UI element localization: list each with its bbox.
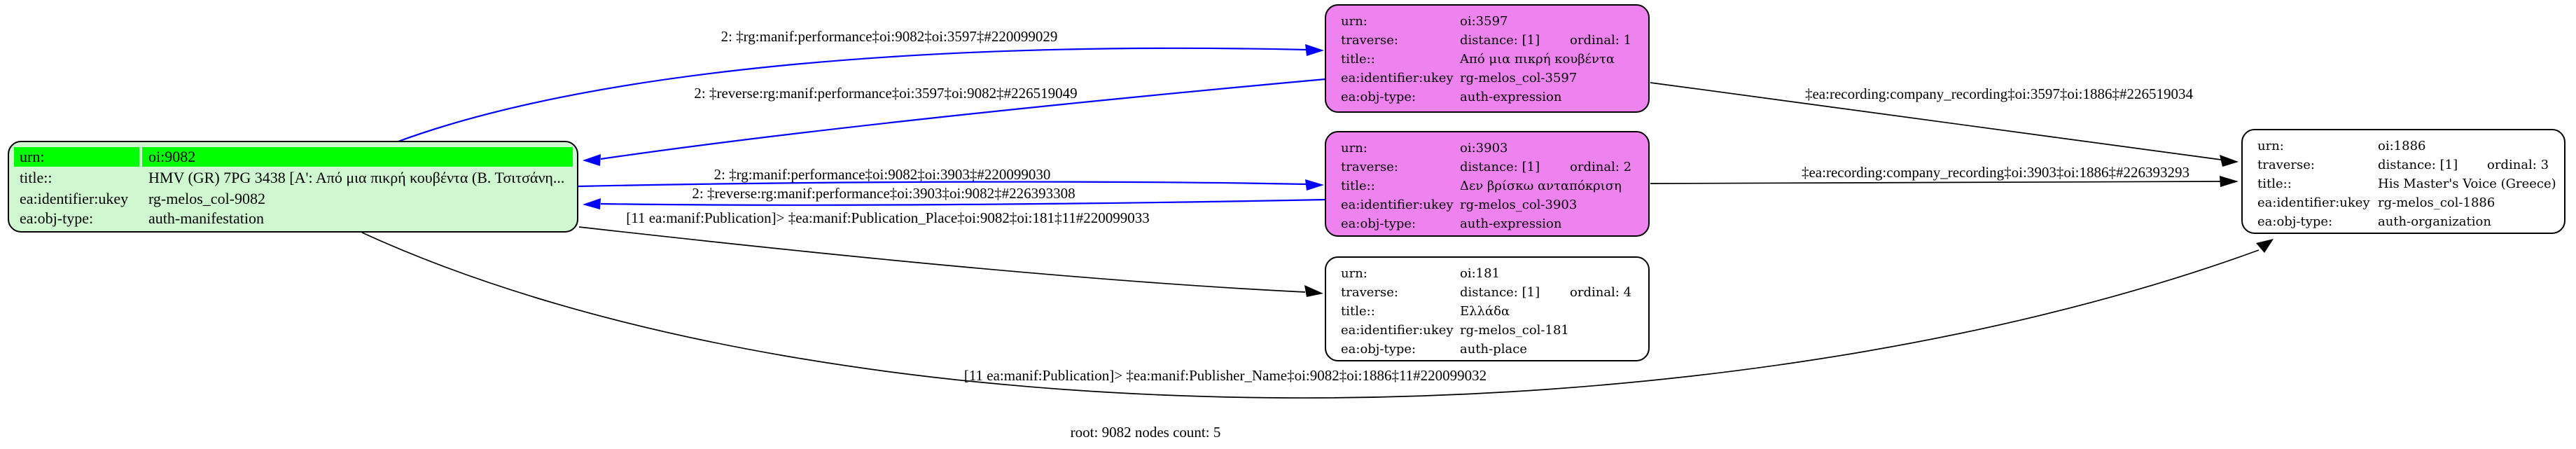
urn-row-highlight	[14, 147, 139, 167]
edge-reverse-performance-3597: 2: ‡reverse:rg:manif:performance‡oi:3597…	[583, 78, 1326, 166]
field-label: ea:obj-type:	[1341, 90, 1416, 104]
edge-line	[578, 181, 1307, 188]
field-value: oi:3597	[1460, 14, 1508, 29]
field-label: traverse:	[1341, 160, 1398, 174]
edge-arrowhead	[1305, 179, 1324, 191]
field-label: ea:obj-type:	[2257, 214, 2332, 229]
field-label: title::	[1341, 52, 1375, 67]
edge-line	[1650, 181, 2221, 184]
node-oi-3597: urn: oi:3597 traverse: distance: [1] ord…	[1325, 4, 1650, 113]
field-value: rg-melos_col-181	[1460, 323, 1569, 338]
field-value: ordinal: 3	[2487, 158, 2549, 172]
field-label: urn:	[20, 148, 44, 165]
edge-company-recording-3597: ‡ea:recording:company_recording‡oi:3597‡…	[1650, 82, 2239, 167]
edge-performance-3597: 2: ‡rg:manif:performance‡oi:9082‡oi:3597…	[396, 28, 1324, 144]
edge-line	[600, 78, 1326, 160]
node-oi-9082: urn: oi:9082 title:: HMV (GR) 7PG 3438 […	[8, 141, 578, 233]
field-value: rg-melos_col-3903	[1460, 198, 1577, 212]
field-label: ea:obj-type:	[20, 209, 93, 227]
field-value: rg-melos_col-9082	[148, 190, 265, 207]
edge-line	[578, 226, 1306, 293]
field-label: ea:obj-type:	[1341, 342, 1416, 357]
edge-arrowhead	[583, 154, 601, 166]
field-label: traverse:	[2257, 158, 2315, 172]
root-count-label: root: 9082 nodes count: 5	[1071, 424, 1221, 441]
edge-label: 2: ‡rg:manif:performance‡oi:9082‡oi:3903…	[714, 166, 1051, 183]
edge-label: 2: ‡reverse:rg:manif:performance‡oi:3597…	[694, 85, 1077, 102]
field-value: rg-melos_col-1886	[2378, 195, 2495, 210]
field-label: title::	[1341, 179, 1375, 193]
field-value: Από μια πικρή κουβέντα	[1459, 52, 1615, 67]
node-box[interactable]	[1325, 4, 1650, 113]
field-value: HMV (GR) 7PG 3438 [Α': Από μια πικρή κου…	[148, 169, 564, 186]
node-box[interactable]	[2241, 129, 2565, 234]
field-label: urn:	[1341, 141, 1367, 156]
field-value: auth-manifestation	[148, 209, 264, 227]
field-label: urn:	[1341, 266, 1367, 281]
field-label: ea:identifier:ukey	[1341, 71, 1454, 85]
field-value: distance: [1]	[2378, 158, 2458, 172]
node-oi-181: urn: oi:181 traverse: distance: [1] ordi…	[1325, 256, 1650, 361]
edge-label: [11 ea:manif:Publication]> ‡ea:manif:Pub…	[964, 367, 1487, 384]
edge-company-recording-3903: ‡ea:recording:company_recording‡oi:3903‡…	[1650, 164, 2239, 187]
edge-label: ‡ea:recording:company_recording‡oi:3597‡…	[1805, 85, 2194, 102]
node-box[interactable]	[1325, 256, 1650, 361]
edge-reverse-performance-3903: 2: ‡reverse:rg:manif:performance‡oi:3903…	[583, 185, 1326, 209]
field-value: Δεν βρίσκω ανταπόκριση	[1460, 179, 1622, 193]
field-label: ea:obj-type:	[1341, 216, 1416, 231]
edge-arrowhead	[1304, 285, 1323, 297]
field-value: ordinal: 1	[1570, 33, 1631, 48]
field-label: traverse:	[1341, 33, 1398, 48]
field-value: auth-expression	[1460, 90, 1562, 104]
field-label: traverse:	[1341, 285, 1398, 300]
field-label: title::	[2257, 177, 2292, 191]
urn-row-highlight	[142, 147, 573, 167]
edge-line	[1650, 82, 2222, 160]
field-label: ea:identifier:ukey	[2257, 195, 2370, 210]
edge-arrowhead	[583, 198, 601, 209]
field-label: ea:identifier:ukey	[1341, 323, 1454, 338]
node-box[interactable]	[1325, 131, 1650, 237]
edge-label: 2: ‡reverse:rg:manif:performance‡oi:3903…	[692, 185, 1075, 202]
node-oi-1886: urn: oi:1886 traverse: distance: [1] ord…	[2241, 129, 2565, 234]
field-value: ordinal: 2	[1570, 160, 1631, 174]
field-value: distance: [1]	[1460, 33, 1540, 48]
field-label: ea:identifier:ukey	[20, 190, 128, 207]
edge-arrowhead	[2256, 239, 2274, 253]
edge-label: 2: ‡rg:manif:performance‡oi:9082‡oi:3597…	[721, 28, 1058, 45]
field-label: urn:	[2257, 139, 2284, 153]
field-value: Ελλάδα	[1460, 304, 1510, 319]
field-value: distance: [1]	[1460, 160, 1540, 174]
field-label: title::	[1341, 304, 1375, 319]
field-value: oi:181	[1460, 266, 1500, 281]
edge-label: ‡ea:recording:company_recording‡oi:3903‡…	[1802, 164, 2189, 181]
edge-arrowhead	[1305, 44, 1324, 56]
edge-label: [11 ea:manif:Publication]> ‡ea:manif:Pub…	[626, 209, 1150, 226]
field-value: auth-expression	[1460, 216, 1562, 231]
field-value: auth-organization	[2378, 214, 2491, 229]
field-value: ordinal: 4	[1570, 285, 1631, 300]
field-value: oi:1886	[2378, 139, 2425, 153]
field-label: title::	[20, 169, 52, 186]
field-label: ea:identifier:ukey	[1341, 198, 1454, 212]
field-value: rg-melos_col-3597	[1460, 71, 1577, 85]
edge-arrowhead	[2220, 155, 2239, 167]
node-oi-3903: urn: oi:3903 traverse: distance: [1] ord…	[1325, 131, 1650, 237]
field-value: auth-place	[1460, 342, 1527, 357]
field-label: urn:	[1341, 14, 1367, 29]
field-value: His Master's Voice (Greece)	[2378, 177, 2556, 191]
edge-performance-3903: 2: ‡rg:manif:performance‡oi:9082‡oi:3903…	[578, 166, 1324, 191]
edge-arrowhead	[2220, 176, 2239, 187]
field-value: distance: [1]	[1460, 285, 1540, 300]
edge-line	[396, 47, 1307, 144]
edge-line	[600, 198, 1326, 206]
field-value: oi:9082	[148, 148, 195, 165]
edge-line	[361, 232, 2260, 399]
edge-publisher-name: [11 ea:manif:Publication]> ‡ea:manif:Pub…	[361, 232, 2274, 399]
edge-publication-place: [11 ea:manif:Publication]> ‡ea:manif:Pub…	[578, 209, 1323, 297]
field-value: oi:3903	[1460, 141, 1508, 156]
